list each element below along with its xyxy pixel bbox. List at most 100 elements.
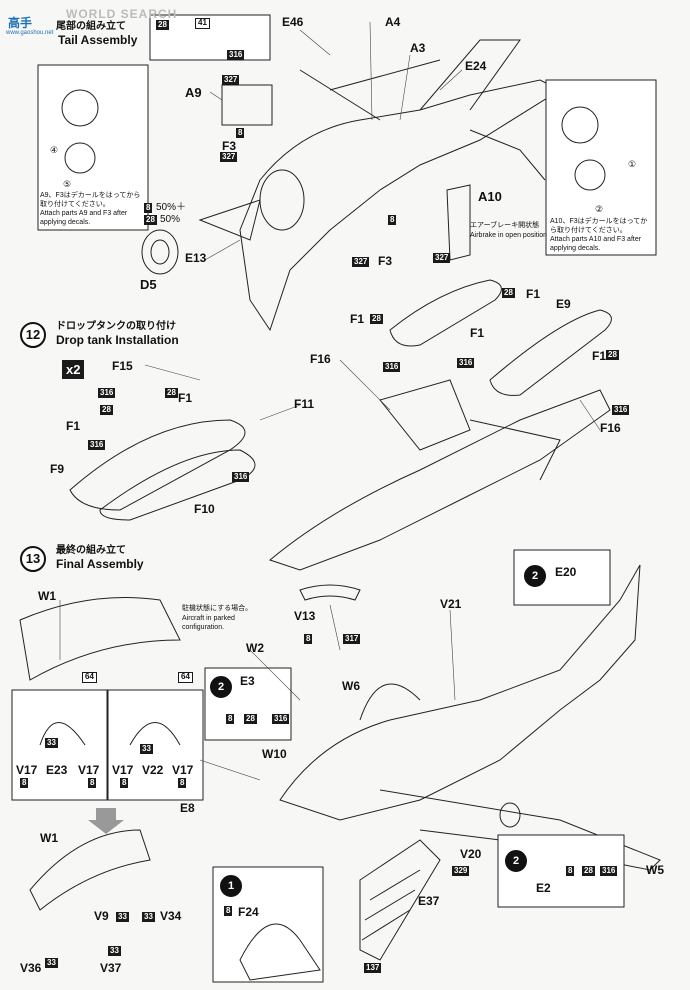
color-33: 33 [108,946,121,956]
note-parked-en: Aircraft in parked configuration. [182,615,235,631]
color-28: 28 [100,405,113,415]
decal-4: ④ [50,145,59,155]
color-8: 8 [20,778,29,788]
final-aircraft-drawing [279,564,641,821]
part-a10-drawing [446,184,471,261]
step12-title-en: Drop tank Installation [56,333,179,347]
color-8: 8 [88,778,97,788]
canopy-w1-bottom-drawing [29,829,151,911]
note-airbrake-en: Airbrake in open position [470,232,548,239]
step11-title-jp: 尾部の組み立て [56,21,126,32]
color-317: 317 [343,634,361,644]
part-f24: F24 [238,905,259,919]
part-f1: F1 [66,419,81,433]
part-v21: V21 [440,597,462,611]
part-e3: E3 [240,674,255,688]
color-137: 137 [364,963,382,973]
part-d5-drawing [141,229,179,275]
roundel-right-top [561,106,599,144]
part-f1: F1 [470,326,485,340]
decal-1: ① [628,159,637,169]
part-f1: F1 [592,349,607,363]
note-airbrake-jp: エアーブレーキ開状態 [470,222,540,229]
roundel-left-bottom [64,142,96,174]
option-2-e3: 2 [210,676,232,698]
part-a3: A3 [410,41,426,55]
step12-number: 12 [20,322,46,348]
part-f1: F1 [526,287,541,301]
detail-box-left [37,64,149,231]
color-33: 33 [140,744,153,754]
part-f16: F16 [310,352,331,366]
decal-2: ② [595,204,604,214]
mix-ratio-b: 50% [160,214,181,225]
part-v20: V20 [460,847,482,861]
color-33: 33 [45,958,58,968]
option-1-f24: 1 [220,875,242,897]
color-327: 327 [433,253,451,263]
decal-64-left: 64 [82,672,97,683]
part-f9: F9 [50,462,65,476]
part-w2: W2 [246,641,264,655]
part-a10: A10 [478,189,502,204]
part-e24: E24 [465,59,487,73]
note-right-en: Attach parts A10 and F3 after applying d… [550,236,642,252]
color-316: 316 [457,358,475,368]
part-f15: F15 [112,359,133,373]
part-v17: V17 [78,763,100,777]
part-f1: F1 [178,391,193,405]
part-f3-bottom: F3 [378,254,393,268]
part-a9: A9 [185,85,202,100]
color-8: 8 [226,714,235,724]
color-8: 8 [178,778,187,788]
aircraft-underside-drawing [268,389,611,571]
color-329: 329 [452,866,470,876]
part-v17: V17 [16,763,38,777]
drop-tank-left2-drawing [99,449,256,521]
part-v34: V34 [160,909,182,923]
color-8: 8 [224,906,233,916]
part-f1: F1 [350,312,365,326]
drop-tank-left-drawing [69,419,246,511]
part-v9: V9 [94,909,109,923]
color-28: 28 [165,388,178,398]
color-8: 8 [120,778,129,788]
note-left-jp: A9、F3はデカールをはってから取り付けてください。 [40,192,141,208]
part-v22: V22 [142,763,164,777]
part-e13: E13 [185,251,207,265]
color-33: 33 [116,912,129,922]
tail-intake [259,169,305,231]
option-2-e20: 2 [524,565,546,587]
watermark-site: www.gaoshou.net [6,30,54,36]
decal-64-right: 64 [178,672,193,683]
part-e46: E46 [282,15,304,29]
down-arrow-icon [88,808,124,834]
part-e8: E8 [180,801,195,815]
part-v37: V37 [100,961,122,975]
part-e37: E37 [418,894,440,908]
color-316: 316 [272,714,290,724]
color-316: 316 [88,440,106,450]
color-28: 28 [606,350,619,360]
roundel-right-bottom [574,159,606,191]
color-8: 8 [304,634,313,644]
color-8: 8 [144,203,153,213]
color-327: 327 [352,257,370,267]
part-f3-top: F3 [222,139,237,153]
color-41: 41 [195,18,210,29]
part-a9-drawing [221,84,273,126]
decal-5: ⑤ [63,179,72,189]
color-316: 316 [232,472,250,482]
drop-tank-right2-drawing [489,309,612,396]
color-28: 28 [156,20,169,30]
step11-title-en: Tail Assembly [58,33,138,47]
step13-title-en: Final Assembly [56,557,144,571]
part-a4: A4 [385,15,401,29]
color-8: 8 [236,128,245,138]
step13-number: 13 [20,546,46,572]
color-316: 316 [612,405,630,415]
decal-box [149,14,271,61]
note-right-jp: A10、F3はデカールをはってから取り付けてください。 [550,218,648,234]
